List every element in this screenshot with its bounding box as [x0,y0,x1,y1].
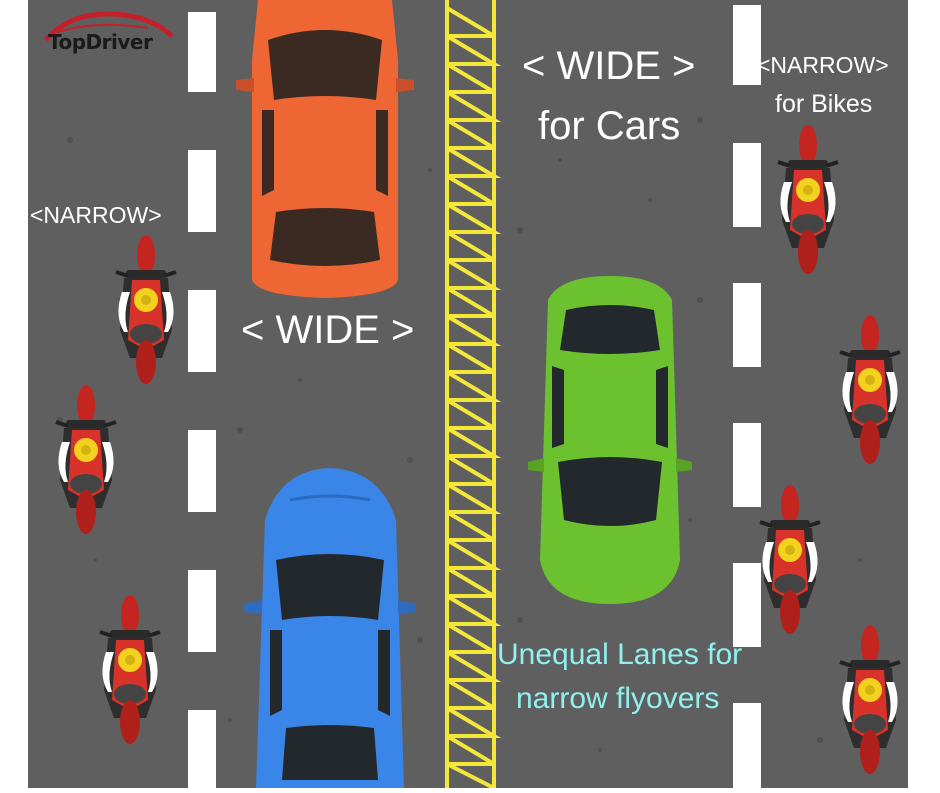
green-car [528,276,692,604]
right-narrow-label: <NARROW> [757,52,889,78]
left-kerb [0,0,28,788]
left-lane-divider [188,12,216,788]
topdriver-logo [44,11,174,42]
blue-car [244,468,416,788]
right-wide-label: < WIDE > [522,44,696,88]
left-narrow-label: <NARROW> [30,202,162,228]
orange-car [236,0,414,298]
logo-text: TopDriver [48,30,153,54]
left-wide-label: < WIDE > [241,308,415,352]
right-lane-divider [733,5,761,788]
for-cars-label: for Cars [538,104,681,148]
median-barrier [445,0,502,790]
for-bikes-label: for Bikes [775,90,873,118]
caption-line-2: narrow flyovers [516,682,720,715]
right-kerb [908,0,940,788]
caption-line-1: Unequal Lanes for [497,638,743,671]
